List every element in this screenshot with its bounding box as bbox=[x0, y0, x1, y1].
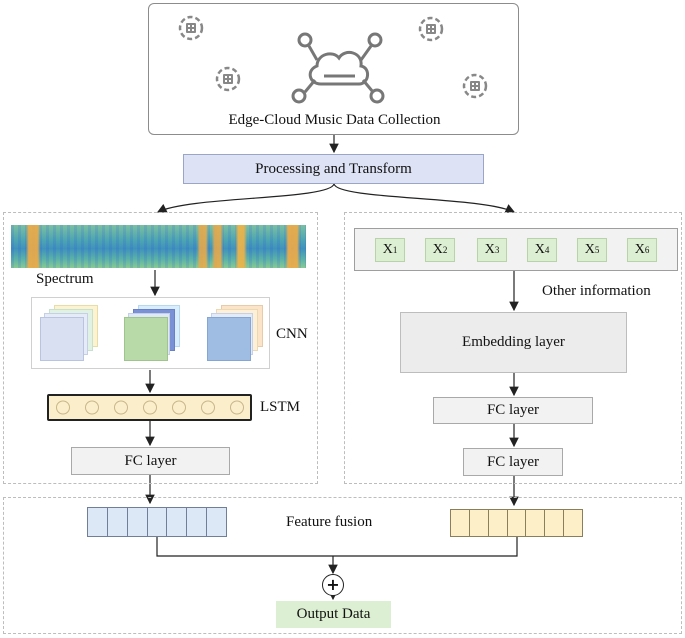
right-panel bbox=[344, 212, 682, 484]
spectrum-image bbox=[11, 225, 306, 268]
lstm-cell bbox=[143, 400, 157, 415]
right-fc-layer-2-box: FC layer bbox=[463, 448, 563, 476]
lstm-cell bbox=[85, 400, 99, 415]
cnn-feature-map-stack-1 bbox=[40, 305, 100, 361]
lstm-cell bbox=[114, 400, 128, 415]
lstm-cell bbox=[172, 400, 186, 415]
output-data-label: Output Data bbox=[296, 606, 371, 622]
fusion-plus-icon: + bbox=[322, 574, 344, 596]
processing-transform-box: Processing and Transform bbox=[183, 154, 484, 184]
output-data-box: Output Data bbox=[276, 601, 391, 628]
left-panel bbox=[3, 212, 318, 484]
feature-fusion-label: Feature fusion bbox=[286, 514, 373, 530]
cnn-feature-map-stack-2 bbox=[124, 305, 184, 361]
edge-device-icon bbox=[178, 15, 488, 99]
other-information-label: Other information bbox=[542, 283, 651, 299]
edge-cloud-collection-box: Edge-Cloud Music Data Collection bbox=[148, 3, 519, 135]
lstm-box bbox=[47, 394, 252, 421]
cnn-feature-map-stack-3 bbox=[207, 305, 267, 361]
fusion-line-right bbox=[333, 537, 518, 557]
arrow-processing-to-left bbox=[156, 183, 335, 213]
right-fc-layer-1-box: FC layer bbox=[433, 397, 593, 424]
cloud-network-icon bbox=[291, 32, 385, 104]
left-fc-layer-box: FC layer bbox=[71, 447, 230, 475]
lstm-cell bbox=[56, 400, 70, 415]
plus-symbol: + bbox=[326, 575, 340, 594]
processing-label: Processing and Transform bbox=[255, 160, 412, 177]
left-feature-vector bbox=[87, 507, 227, 537]
left-fc-label: FC layer bbox=[124, 452, 177, 469]
edge-device-icons bbox=[178, 15, 488, 99]
cnn-label: CNN bbox=[276, 326, 308, 342]
fusion-line-left bbox=[156, 537, 333, 557]
lstm-cell bbox=[230, 400, 244, 415]
lstm-cell bbox=[201, 400, 215, 415]
collection-label: Edge-Cloud Music Data Collection bbox=[228, 112, 441, 128]
right-fc2-label: FC layer bbox=[486, 453, 540, 470]
right-feature-vector bbox=[450, 509, 583, 537]
bottom-panel bbox=[3, 497, 682, 634]
spectrum-label: Spectrum bbox=[36, 271, 94, 287]
right-fc1-label: FC layer bbox=[486, 402, 540, 418]
embedding-layer-box: Embedding layer bbox=[400, 312, 627, 373]
lstm-label: LSTM bbox=[260, 399, 301, 415]
embedding-label: Embedding layer bbox=[462, 334, 565, 350]
arrow-processing-to-right bbox=[333, 183, 516, 213]
